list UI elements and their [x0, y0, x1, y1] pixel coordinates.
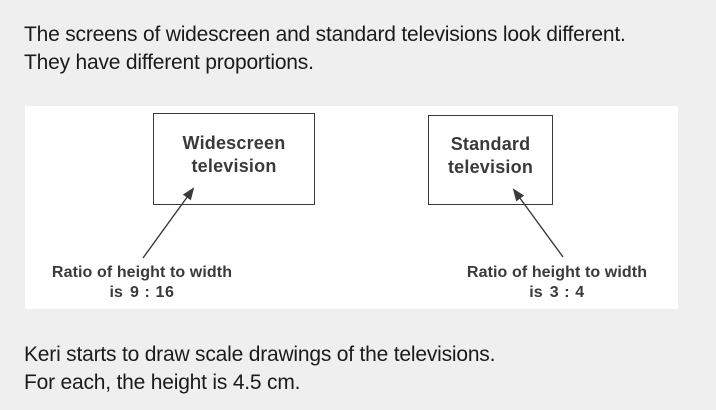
diagram-panel: Widescreen television Standard televisio…: [25, 106, 678, 309]
ratio-prefix-widescreen: is: [109, 284, 124, 301]
footer-line-1: Keri starts to draw scale drawings of th…: [24, 343, 496, 366]
footer-line-2: For each, the height is 4.5 cm.: [24, 371, 301, 394]
standard-tv-label-line-1: Standard: [450, 134, 531, 154]
ratio-caption-standard: Ratio of height to width: [466, 264, 648, 281]
widescreen-tv-box: Widescreen television: [153, 113, 315, 205]
ratio-caption-widescreen: Ratio of height to width: [51, 264, 233, 281]
ratio-label-standard: Ratio of height to width is 3 : 4: [457, 263, 657, 303]
ratio-value-line-standard: is 3 : 4: [457, 283, 657, 303]
ratio-value-standard: 3 : 4: [549, 284, 585, 301]
widescreen-tv-label-line-2: television: [191, 156, 277, 176]
widescreen-tv-label-line-1: Widescreen: [182, 133, 286, 153]
ratio-value-line-widescreen: is 9 : 16: [42, 283, 242, 303]
intro-line-2: They have different proportions.: [24, 51, 314, 74]
intro-text: The screens of widescreen and standard t…: [24, 21, 626, 77]
ratio-label-widescreen: Ratio of height to width is 9 : 16: [42, 263, 242, 303]
ratio-prefix-standard: is: [529, 284, 543, 301]
standard-tv-label-line-2: television: [447, 157, 534, 177]
ratio-value-widescreen: 9 : 16: [130, 284, 175, 301]
footer-text: Keri starts to draw scale drawings of th…: [24, 341, 495, 397]
standard-tv-box: Standard television: [428, 115, 553, 205]
intro-line-1: The screens of widescreen and standard t…: [24, 23, 626, 46]
